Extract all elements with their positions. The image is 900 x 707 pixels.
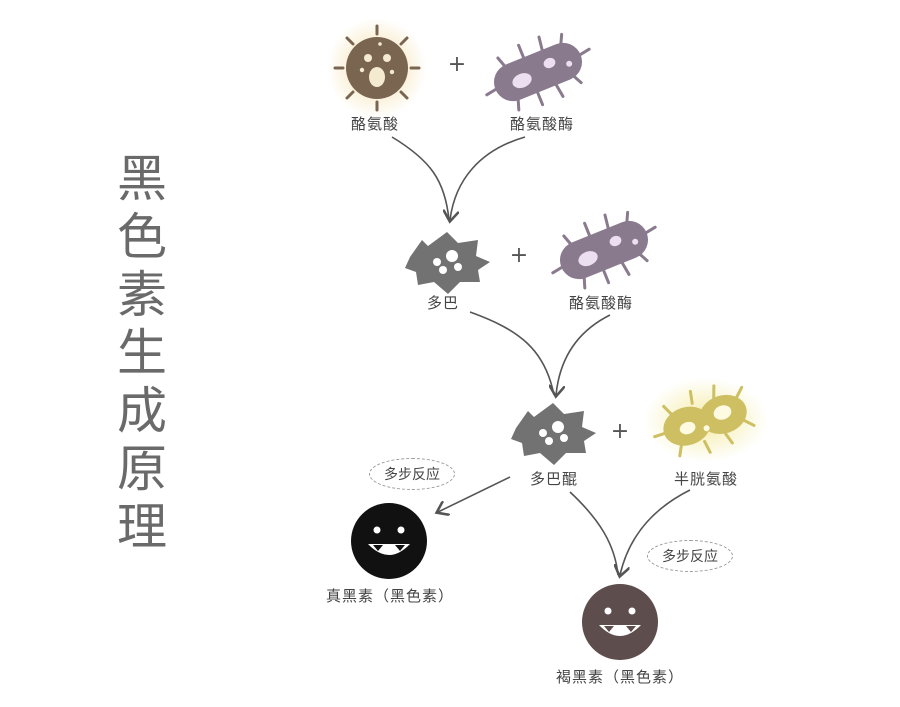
multistep-note: 多步反应 bbox=[647, 540, 733, 572]
multistep-note: 多步反应 bbox=[369, 458, 455, 490]
pheomelanin-icon bbox=[582, 584, 658, 660]
tyrosinase-icon bbox=[474, 21, 602, 122]
label-dopa: 多巴 bbox=[427, 292, 459, 313]
arrow bbox=[556, 315, 610, 395]
arrow bbox=[450, 137, 525, 220]
label-pheomelanin: 褐黑素（黑色素） bbox=[556, 666, 684, 687]
dopaquinone-icon bbox=[511, 403, 596, 465]
label-eumelanin: 真黑素（黑色素） bbox=[326, 585, 454, 606]
arrow bbox=[570, 492, 618, 575]
eumelanin-icon bbox=[351, 503, 427, 579]
tyrosinase-icon bbox=[540, 199, 668, 300]
tyrosine-icon bbox=[327, 18, 427, 118]
label-tyrosine: 酪氨酸 bbox=[351, 113, 399, 134]
plus-sign: + bbox=[448, 52, 466, 77]
reaction-arrows bbox=[392, 137, 690, 575]
dopa-icon bbox=[405, 232, 490, 294]
plus-sign: + bbox=[510, 243, 528, 268]
label-tyrosinase: 酪氨酸酶 bbox=[569, 292, 633, 313]
label-dopaquinone: 多巴醌 bbox=[530, 468, 578, 489]
plus-sign: + bbox=[611, 419, 629, 444]
label-cysteine: 半胱氨酸 bbox=[674, 468, 738, 489]
arrow bbox=[470, 312, 554, 395]
arrow bbox=[392, 137, 449, 220]
label-tyrosinase: 酪氨酸酶 bbox=[510, 113, 574, 134]
cysteine-icon bbox=[644, 376, 768, 467]
